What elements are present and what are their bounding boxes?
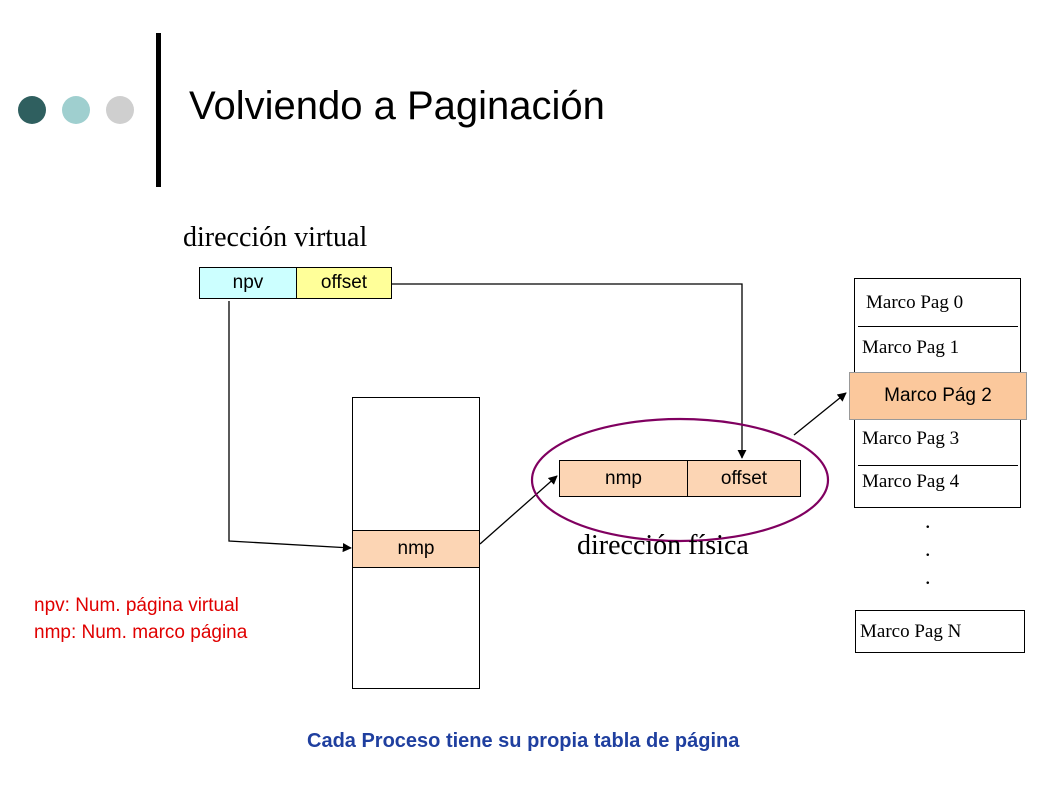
frame-0-label: Marco Pag 0 bbox=[866, 292, 964, 313]
legend-nmp: nmp: Num. marco página bbox=[34, 622, 248, 643]
virtual-address-label: dirección virtual bbox=[183, 222, 368, 253]
ellipsis-dot: . bbox=[925, 508, 931, 533]
npv-cell: npv bbox=[199, 267, 297, 299]
frame-3-label: Marco Pag 3 bbox=[862, 428, 960, 449]
virtual-offset-cell: offset bbox=[296, 267, 392, 299]
physical-nmp-cell: nmp bbox=[559, 460, 688, 497]
slide-title: Volviendo a Paginación bbox=[189, 84, 605, 128]
decor-dot-teal bbox=[62, 96, 90, 124]
table-to-nmp-arrow bbox=[479, 475, 558, 545]
offset-arrow bbox=[392, 283, 747, 459]
physical-address-label: dirección física bbox=[577, 530, 749, 561]
ellipsis-dot: . bbox=[925, 564, 931, 589]
physical-offset-cell: offset bbox=[687, 460, 801, 497]
frame-divider bbox=[858, 465, 1018, 466]
title-divider bbox=[156, 33, 161, 187]
frame-4-label: Marco Pag 4 bbox=[862, 471, 960, 492]
npv-arrow bbox=[228, 301, 352, 553]
frame-divider bbox=[858, 326, 1018, 327]
frame-1-label: Marco Pag 1 bbox=[862, 337, 960, 358]
decor-dot-gray bbox=[106, 96, 134, 124]
physical-address-ellipse bbox=[530, 417, 830, 543]
address-to-frame-arrow bbox=[793, 392, 847, 436]
ellipsis-dot: . bbox=[925, 536, 931, 561]
frame-n: Marco Pag N bbox=[855, 610, 1025, 653]
legend-npv: npv: Num. página virtual bbox=[34, 595, 239, 616]
footer-note: Cada Proceso tiene su propia tabla de pá… bbox=[307, 730, 740, 752]
page-table-entry: nmp bbox=[352, 530, 480, 568]
frame-n-label: Marco Pag N bbox=[860, 620, 962, 642]
decor-dot-dark bbox=[18, 96, 46, 124]
frame-2-highlight: Marco Pág 2 bbox=[849, 372, 1027, 420]
